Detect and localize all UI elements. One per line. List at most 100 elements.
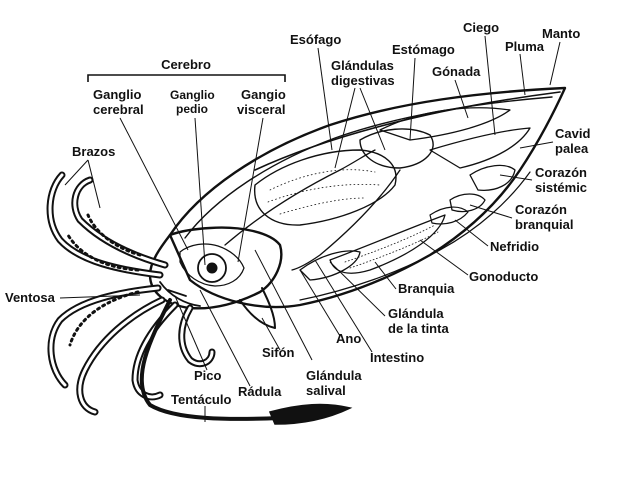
leader-ano <box>299 269 341 337</box>
leader-ciego <box>484 35 496 136</box>
label-ganglio-pedio-l2: pedio <box>176 102 208 116</box>
label-ganglio-visceral: Gangio visceral <box>237 87 289 117</box>
arm-4-inner <box>78 298 164 414</box>
label-ventosa: Ventosa <box>5 290 56 305</box>
label-glandula-salival-l1: Glándula <box>306 368 362 383</box>
label-ciego: Ciego <box>463 20 499 35</box>
squid-body-drawing <box>168 86 567 329</box>
leader-glandulas-2 <box>359 87 386 151</box>
label-ganglio-cerebral-l2: cerebral <box>93 102 144 117</box>
systemic-heart <box>469 164 516 191</box>
label-cavidad-paleal-l1: Cavid <box>555 126 590 141</box>
leader-intestino <box>314 259 373 353</box>
label-glandula-tinta-l1: Glándula <box>388 306 444 321</box>
label-ganglio-visceral-l1: Gangio <box>241 87 286 102</box>
label-gonada: Gónada <box>432 64 481 79</box>
label-pluma: Pluma <box>505 39 545 54</box>
label-intestino: Intestino <box>370 350 424 365</box>
digestive-gland-stipple <box>267 169 381 215</box>
arms-drawing <box>46 171 353 425</box>
label-corazon-branquial: Corazón branquial <box>515 202 574 232</box>
leader-glandulas-1 <box>334 87 356 169</box>
bracket-label-cerebro: Cerebro <box>161 57 211 72</box>
leader-corazon-sist <box>499 174 533 181</box>
leader-brazos-2 <box>64 159 89 186</box>
label-ganglio-visceral-l2: visceral <box>237 102 285 117</box>
cerebro-bracket <box>87 74 286 82</box>
label-corazon-sistemico: Corazón sistémic <box>535 165 591 195</box>
caecum <box>429 127 531 169</box>
label-ganglio-cerebral: Ganglio cerebral <box>93 87 145 117</box>
leader-glandula-salival <box>254 249 313 361</box>
leader-nefridio <box>454 219 489 247</box>
leader-lines <box>59 35 561 422</box>
stomach <box>359 128 434 169</box>
label-glandulas-digestivas-l1: Glándulas <box>331 58 394 73</box>
ink-sac <box>299 250 361 281</box>
label-gonoducto: Gonoducto <box>469 269 538 284</box>
leader-ganglio-pedio <box>194 117 206 266</box>
label-branquia: Branquia <box>398 281 455 296</box>
sucker-dots <box>66 213 142 347</box>
label-glandula-tinta-l2: de la tinta <box>388 321 449 336</box>
leader-gonada <box>454 79 469 119</box>
leader-cavidad <box>519 141 554 149</box>
mantle-inner-line <box>184 96 553 239</box>
labels: Cerebro Esófago Glándulas digestivas Est… <box>5 20 594 407</box>
leader-sifon <box>261 317 281 351</box>
label-glandula-salival-l2: salival <box>306 383 346 398</box>
label-glandula-tinta: Glándula de la tinta <box>388 306 449 336</box>
label-glandulas-digestivas-l2: digestivas <box>331 73 395 88</box>
gill <box>329 214 446 274</box>
label-glandulas-digestivas: Glándulas digestivas <box>331 58 397 88</box>
label-ano: Ano <box>336 331 361 346</box>
leader-esofago <box>317 47 333 151</box>
gill-stipple <box>344 224 439 269</box>
leader-gonoducto <box>419 239 469 276</box>
siphon <box>239 287 276 329</box>
beak <box>159 281 201 307</box>
leader-ganglio-visceral <box>237 117 264 263</box>
label-manto: Manto <box>542 26 580 41</box>
leader-corazon-branq <box>469 204 513 219</box>
label-ganglio-pedio-l1: Ganglio <box>170 88 215 102</box>
leader-manto <box>549 41 561 86</box>
intestine <box>291 169 401 271</box>
label-brazos: Brazos <box>72 144 115 159</box>
leader-radula <box>199 289 251 387</box>
label-cavidad-paleal: Cavid palea <box>555 126 594 156</box>
eye-pupil <box>206 262 218 274</box>
arm-1 <box>71 176 169 269</box>
leader-ventosa <box>59 294 141 299</box>
label-ganglio-cerebral-l1: Ganglio <box>93 87 141 102</box>
label-cavidad-paleal-l2: palea <box>555 141 589 156</box>
oesophagus <box>224 149 376 246</box>
label-esofago: Esófago <box>290 32 341 47</box>
label-sifon: Sifón <box>262 345 295 360</box>
label-ganglio-pedio: Ganglio pedio <box>170 88 218 116</box>
leader-branquia <box>374 261 397 290</box>
tentacle <box>139 298 282 421</box>
label-radula: Rádula <box>238 384 282 399</box>
label-glandula-salival: Glándula salival <box>306 368 365 398</box>
brain-ganglia <box>179 243 245 287</box>
branchial-heart <box>449 193 486 213</box>
leader-estomago <box>409 57 416 141</box>
ventral-line <box>299 171 531 301</box>
arm-1-inner <box>73 178 167 267</box>
eye <box>197 253 227 283</box>
label-corazon-branquial-l1: Corazón <box>515 202 567 217</box>
leader-brazos-1 <box>87 159 101 209</box>
label-corazon-branquial-l2: branquial <box>515 217 574 232</box>
arm-2-inner <box>48 173 162 277</box>
label-estomago: Estómago <box>392 42 455 57</box>
arm-6-inner <box>180 306 214 366</box>
leader-glandula-tinta <box>329 261 386 317</box>
leader-ganglio-cerebral <box>119 117 189 251</box>
label-tentaculo: Tentáculo <box>171 392 231 407</box>
mantle-outline <box>168 86 567 309</box>
leader-pluma <box>519 53 526 96</box>
label-corazon-sistemico-l2: sistémic <box>535 180 587 195</box>
digestive-gland <box>254 149 397 226</box>
